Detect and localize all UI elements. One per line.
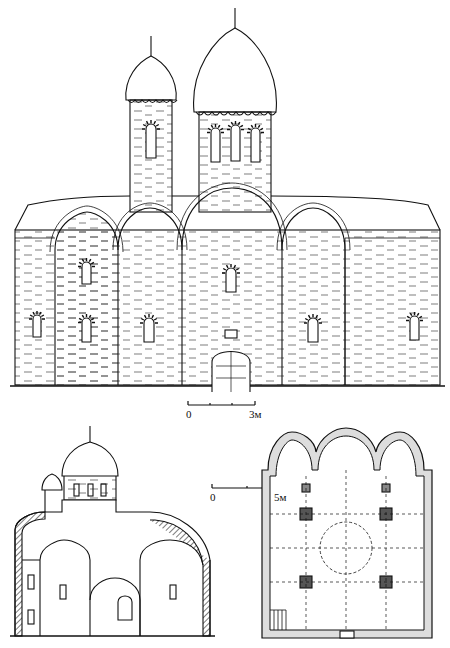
window-voussoirs bbox=[140, 314, 158, 323]
window bbox=[82, 262, 91, 284]
window-voussoirs bbox=[29, 311, 45, 319]
section bbox=[10, 426, 215, 636]
window bbox=[211, 128, 220, 162]
plan bbox=[262, 428, 432, 638]
window bbox=[144, 318, 154, 342]
window-voussoirs bbox=[142, 120, 160, 129]
window-voussoirs bbox=[222, 264, 240, 273]
scale-bar bbox=[188, 401, 255, 405]
scale-label: 0 bbox=[209, 492, 217, 503]
window-voussoirs bbox=[207, 124, 224, 133]
window-voussoirs bbox=[304, 314, 322, 323]
window-voussoirs bbox=[247, 124, 264, 133]
window bbox=[146, 124, 156, 158]
window-voussoirs bbox=[227, 121, 244, 130]
window bbox=[231, 125, 240, 161]
window-voussoirs bbox=[78, 314, 95, 323]
scale-label: 3м bbox=[248, 409, 262, 420]
window bbox=[226, 268, 236, 292]
window bbox=[251, 128, 260, 162]
window bbox=[82, 318, 91, 342]
window bbox=[410, 316, 419, 340]
window-voussoirs bbox=[78, 258, 95, 267]
windows bbox=[29, 120, 423, 342]
window bbox=[33, 315, 41, 337]
elevation bbox=[10, 8, 445, 392]
scale-label: 5м bbox=[273, 492, 287, 503]
window-voussoirs bbox=[406, 312, 423, 321]
scale-label: 0 bbox=[185, 409, 193, 420]
window bbox=[308, 318, 318, 342]
